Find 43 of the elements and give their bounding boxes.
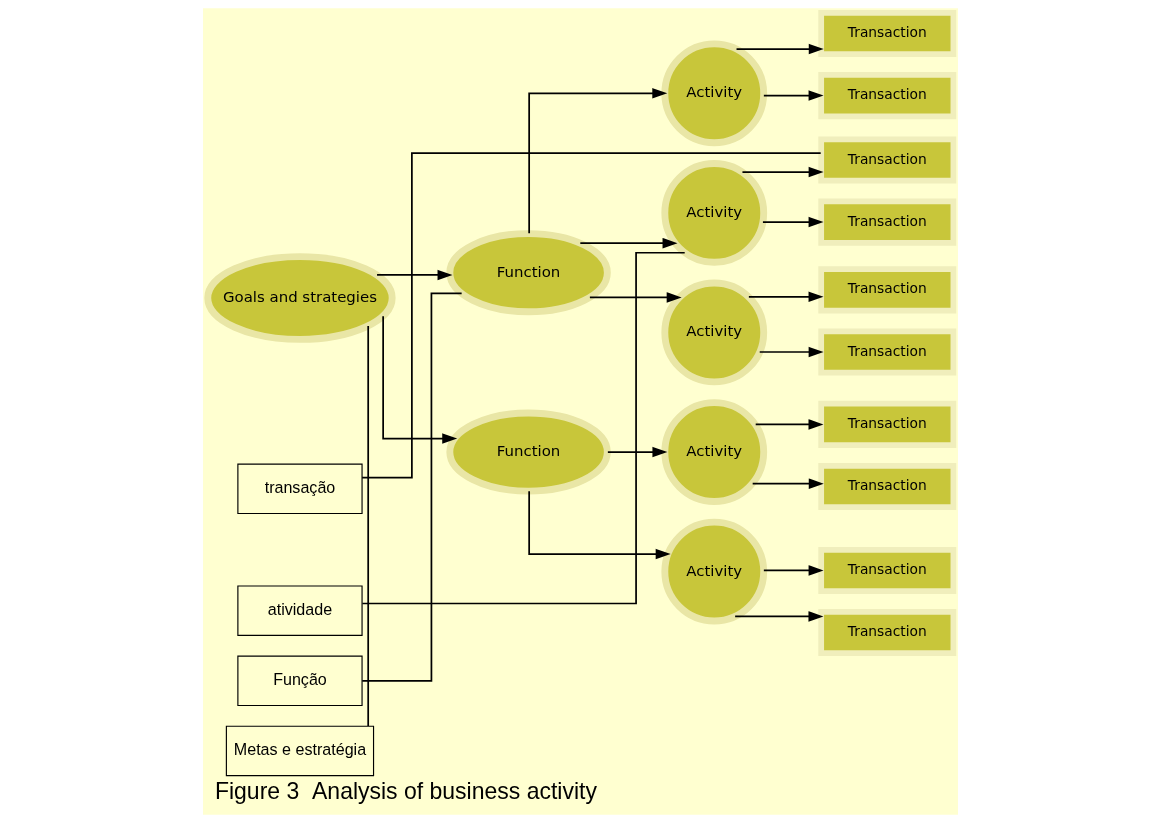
node-box: Função <box>237 655 363 707</box>
arrow <box>763 565 824 576</box>
arrow <box>607 446 668 458</box>
node-ellipse: Function <box>446 409 611 495</box>
node-ellipse: Goals and strategies <box>204 253 396 343</box>
connector <box>367 325 370 727</box>
node-box: atividade <box>237 585 363 636</box>
arrow <box>748 291 824 303</box>
node-ellipse: Function <box>446 230 611 316</box>
node-circle: Activity <box>661 518 768 625</box>
arrow <box>735 43 824 55</box>
arrow <box>754 419 824 430</box>
node-box: transação <box>237 463 363 515</box>
node-box: Transaction <box>818 9 957 58</box>
arrow <box>758 346 824 358</box>
arrow <box>762 216 824 228</box>
arrow <box>382 315 458 444</box>
arrow <box>734 611 824 622</box>
arrow <box>579 237 678 249</box>
node-box: Transaction <box>818 546 957 594</box>
node-box: Transaction <box>818 72 957 120</box>
node-box: Transaction <box>818 136 957 184</box>
node-circle: Activity <box>661 40 768 147</box>
caption: Figure 3 Analysis of business activity <box>214 777 597 804</box>
node-box: Transaction <box>818 198 957 246</box>
arrow <box>589 292 682 303</box>
node-circle: Activity <box>661 399 768 505</box>
arrow <box>741 166 824 178</box>
connector <box>361 152 822 479</box>
node-box: Metas e estratégia <box>225 725 375 777</box>
node-box: Transaction <box>818 400 957 448</box>
node-box: Transaction <box>818 462 957 511</box>
arrow <box>376 269 453 281</box>
node-box: Transaction <box>818 266 957 314</box>
node-circle: Activity <box>661 279 768 386</box>
connector <box>361 251 686 605</box>
node-box: Transaction <box>818 608 957 657</box>
node-box: Transaction <box>818 328 957 376</box>
arrow <box>763 90 824 101</box>
arrow <box>751 478 824 489</box>
arrow <box>528 490 671 560</box>
connector <box>361 292 463 682</box>
arrow <box>528 88 668 235</box>
